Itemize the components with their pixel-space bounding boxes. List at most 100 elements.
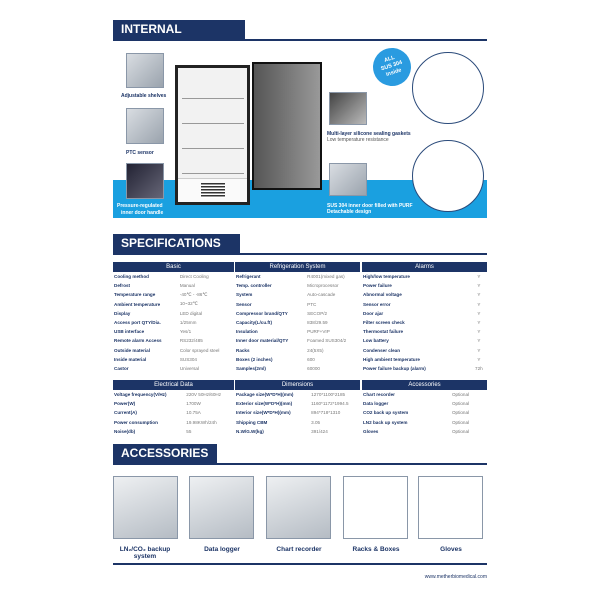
table-row: Inner door material/QTY Foamed SUS304/2 xyxy=(235,336,360,345)
spec-value: Direct Cooling xyxy=(179,274,209,280)
spec-value: Y xyxy=(477,310,481,316)
freezer-closeup-1 xyxy=(412,52,484,124)
spec-value: Optional xyxy=(451,419,470,425)
spec-label: Interior size(W*D*H)(mm) xyxy=(236,410,291,416)
spec-value: 72h xyxy=(475,365,483,371)
callout-shelves: Adjustable shelves xyxy=(121,93,167,99)
spec-value: SECOP/2 xyxy=(307,310,328,316)
spec-value: Y xyxy=(477,356,481,362)
racks-boxes-photo xyxy=(343,476,408,539)
spec-label: Ambient temperature xyxy=(114,301,161,307)
spec-label: Power consumption xyxy=(114,419,158,425)
spec-label: Boxes (2 inches) xyxy=(236,356,273,362)
table-row: Temperature range-40℃ - -86℃ xyxy=(113,290,234,299)
internal-structure-title: INTERNAL STRUCTURE xyxy=(113,20,245,55)
gasket-photo xyxy=(329,92,367,125)
spec-value: PTC xyxy=(307,301,317,307)
section-divider xyxy=(113,253,487,255)
spec-value: Y xyxy=(477,301,481,307)
freezer-open-door xyxy=(252,62,322,190)
spec-value: 3.05 xyxy=(311,419,321,425)
spec-label: Thermostat failure xyxy=(363,329,404,335)
table-row: Access port QTY/Dia.1/25mm xyxy=(113,318,234,327)
spec-label: System xyxy=(236,292,253,298)
spec-label: Outside material xyxy=(114,347,150,353)
spec-label: Current(A) xyxy=(114,410,137,416)
section-divider xyxy=(113,39,487,41)
spec-label: Shipping CBM xyxy=(236,419,268,425)
spec-value: Optional xyxy=(451,401,470,407)
spec-label: Inner door material/QTY xyxy=(236,338,289,344)
spec-label: Chart recorder xyxy=(363,392,395,398)
spec-value: Y xyxy=(477,347,481,353)
spec-value: Foamed SUS304/2 xyxy=(307,338,347,344)
spec-label: Sensor xyxy=(236,301,252,307)
spec-label: Racks xyxy=(236,347,250,353)
dimensions-header: Dimensions xyxy=(235,380,360,390)
spec-value: 19.98KWh/24h xyxy=(186,419,217,425)
callout-handle-2: inner door handle xyxy=(121,210,164,216)
accessory-label: Gloves xyxy=(440,546,462,553)
data-logger-photo xyxy=(189,476,254,539)
spec-label: LN2 back up system xyxy=(363,419,408,425)
table-row: Boxes (2 inches)600 xyxy=(235,355,360,364)
gloves-photo xyxy=(418,476,483,539)
spec-label: Capacity(L/cu.ft) xyxy=(236,320,272,326)
website-link[interactable]: www.metherbiomedical.com xyxy=(424,574,487,580)
spec-label: Power failure xyxy=(363,283,392,289)
spec-value: 1160*1172*1994.5 xyxy=(311,401,349,407)
refrigeration-header: Refrigeration System xyxy=(235,262,360,272)
spec-value: Universal xyxy=(179,365,199,371)
accessory-label: Racks & Boxes xyxy=(352,546,400,553)
shelves-photo xyxy=(126,53,164,88)
spec-label: Compressor brand/QTY xyxy=(236,310,288,316)
spec-label: Insulation xyxy=(236,329,258,335)
electrical-header: Electrical Data xyxy=(113,380,234,390)
freezer-image xyxy=(175,65,250,205)
table-row: Power(W)1700W xyxy=(113,399,234,408)
spec-value: Optional xyxy=(451,410,470,416)
spec-value: RS232/485 xyxy=(179,338,203,344)
spec-label: Access port QTY/Dia. xyxy=(114,320,161,326)
spec-label: High ambient temperature xyxy=(363,356,420,362)
spec-value: LED digital xyxy=(179,310,203,316)
spec-value: 60000 xyxy=(307,365,320,371)
spec-label: Power failure backup (alarm) xyxy=(363,365,426,371)
spec-label: Temperature range xyxy=(114,292,156,298)
table-row: Samples(2ml)60000 xyxy=(235,364,360,373)
table-row: Noise(db)55 xyxy=(113,427,234,436)
spec-label: Exterior size(W*D*H)(mm) xyxy=(236,401,293,407)
spec-value: Y xyxy=(477,292,481,298)
spec-label: USB interface xyxy=(114,329,145,335)
spec-label: N.W/G.W(kg) xyxy=(236,428,264,434)
spec-label: High/low temperature xyxy=(363,274,410,280)
spec-value: Manual xyxy=(179,283,195,289)
spec-label: Filter screen check xyxy=(363,320,405,326)
spec-value: Y xyxy=(477,329,481,335)
basic-header: Basic xyxy=(113,262,234,272)
callout-handle-1: Pressure-regulated xyxy=(117,203,163,209)
spec-label: Inside material xyxy=(114,356,147,362)
callout-ptc: PTC sensor xyxy=(126,150,154,156)
accessories-title: ACCESSORIES xyxy=(113,444,217,463)
